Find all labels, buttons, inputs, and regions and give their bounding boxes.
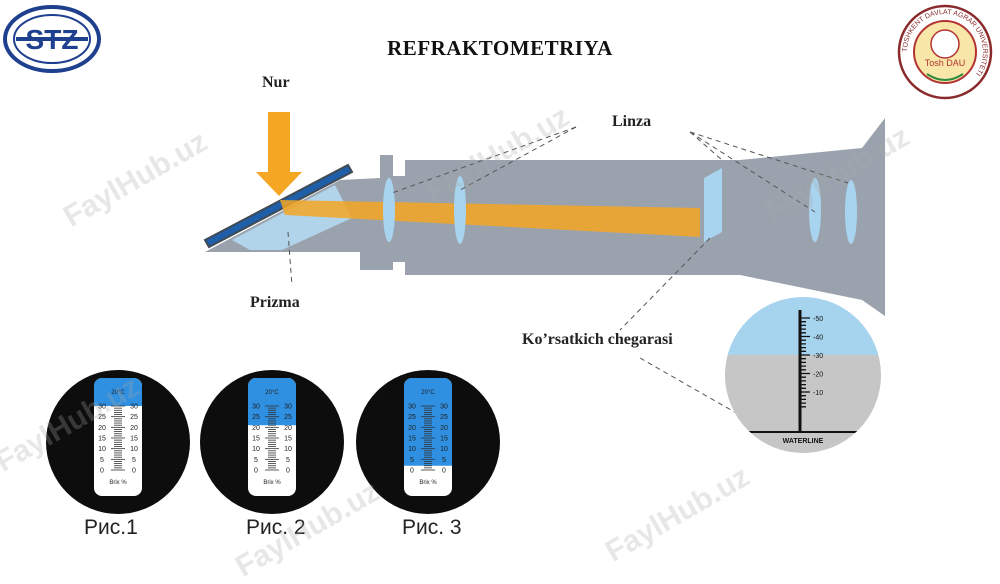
reading-scale-label: 0 <box>410 468 414 475</box>
reading-scale-label: 15 <box>284 436 292 443</box>
reading-unit: Brix % <box>263 480 281 486</box>
reading-disc-2: 30 30 25 25 20 20 15 15 10 10 5 5 0 0 20°C Brix % <box>200 370 344 514</box>
reading-temperature: 20°C <box>265 390 279 396</box>
reading-scale-label: 30 <box>408 404 416 411</box>
reading-scale-label: 20 <box>252 425 260 432</box>
lens-2 <box>454 176 466 244</box>
waterline-view: -50 -40 -30 -20 -10 WATERLINE <box>725 297 881 453</box>
stz-logo: STZ <box>3 5 101 73</box>
reading-scale-label: 30 <box>284 404 292 411</box>
reading-temperature: 20°C <box>111 390 125 396</box>
reading-scale-label: 15 <box>408 436 416 443</box>
reading-disc-1: 30 30 25 25 20 20 15 15 10 10 5 5 0 0 20°C Brix % <box>46 370 190 514</box>
caption-fig-1: Рис.1 <box>84 516 138 539</box>
refractometer-diagram: -50 -40 -30 -20 -10 WATERLINE <box>203 112 885 453</box>
reading-blue-field <box>94 378 142 406</box>
reading-scale-label: 5 <box>254 457 258 464</box>
reading-scale-label: 0 <box>286 468 290 475</box>
reticle-plate <box>704 168 722 242</box>
incoming-light-arrow <box>256 112 302 196</box>
waterline-tick-label: -10 <box>813 390 823 397</box>
reading-scale-label: 15 <box>130 436 138 443</box>
reading-scale-label: 20 <box>130 425 138 432</box>
reading-scale-label: 10 <box>440 446 448 453</box>
prism-plate <box>203 163 354 249</box>
reading-scale-label: 10 <box>252 446 260 453</box>
reading-scale-label: 15 <box>252 436 260 443</box>
reading-scale-label: 5 <box>286 457 290 464</box>
waterline-tick-label: -40 <box>813 335 823 342</box>
waterline-tick-label: -30 <box>813 353 823 360</box>
reading-scale-label: 30 <box>98 404 106 411</box>
reading-scale-label: 25 <box>252 414 260 421</box>
stz-logo-text: STZ <box>26 24 79 55</box>
reading-unit: Brix % <box>419 480 437 486</box>
reading-scale-label: 0 <box>254 468 258 475</box>
reading-scale-label: 20 <box>284 425 292 432</box>
reading-scale-label: 30 <box>440 404 448 411</box>
university-seal: TOSHKENT DAVLAT AGRAR UNIVERSITETI Tosh … <box>897 4 993 100</box>
reading-blue-field <box>248 378 296 426</box>
lens-1 <box>383 178 395 242</box>
reading-scale-label: 5 <box>410 457 414 464</box>
reading-scale-label: 25 <box>130 414 138 421</box>
reading-scale-label: 25 <box>408 414 416 421</box>
reading-scale-label: 20 <box>408 425 416 432</box>
page-title: REFRAKTOMETRIYA <box>387 36 613 60</box>
university-seal-center-text: Tosh DAU <box>925 58 966 68</box>
reading-scale-label: 0 <box>442 468 446 475</box>
reading-scale-label: 20 <box>440 425 448 432</box>
reading-scale-label: 10 <box>130 446 138 453</box>
reading-scale-label: 0 <box>132 468 136 475</box>
reading-scale-label: 10 <box>98 446 106 453</box>
reading-disc-3: 30 30 25 25 20 20 15 15 10 10 5 5 0 0 20°C Brix % <box>356 370 500 514</box>
waterline-tick-label: -50 <box>813 316 823 323</box>
label-nur: Nur <box>262 74 290 91</box>
reading-scale-label: 10 <box>408 446 416 453</box>
reading-temperature: 20°C <box>421 390 435 396</box>
reading-scale-label: 5 <box>132 457 136 464</box>
reading-scale-label: 15 <box>440 436 448 443</box>
waterline-label: WATERLINE <box>783 438 824 445</box>
reading-scale-label: 0 <box>100 468 104 475</box>
label-linza: Linza <box>612 113 652 130</box>
reading-scale-label: 20 <box>98 425 106 432</box>
reading-unit: Brix % <box>109 480 127 486</box>
reading-scale-label: 15 <box>98 436 106 443</box>
reading-scale-label: 5 <box>442 457 446 464</box>
reading-scale-label: 25 <box>98 414 106 421</box>
reading-scale-label: 5 <box>100 457 104 464</box>
reading-scale-label: 25 <box>440 414 448 421</box>
caption-fig-3: Рис. 3 <box>402 516 462 539</box>
lens-3 <box>809 178 821 242</box>
reading-scale-label: 30 <box>252 404 260 411</box>
waterline-tick-label: -20 <box>813 372 823 379</box>
reading-scale-label: 30 <box>130 404 138 411</box>
lens-4 <box>845 180 857 244</box>
label-prizma: Prizma <box>250 294 300 311</box>
reading-scale-label: 25 <box>284 414 292 421</box>
label-korsatkich-chegarasi: Ko’rsatkich chegarasi <box>522 331 673 348</box>
reading-scale-label: 10 <box>284 446 292 453</box>
caption-fig-2: Рис. 2 <box>246 516 306 539</box>
